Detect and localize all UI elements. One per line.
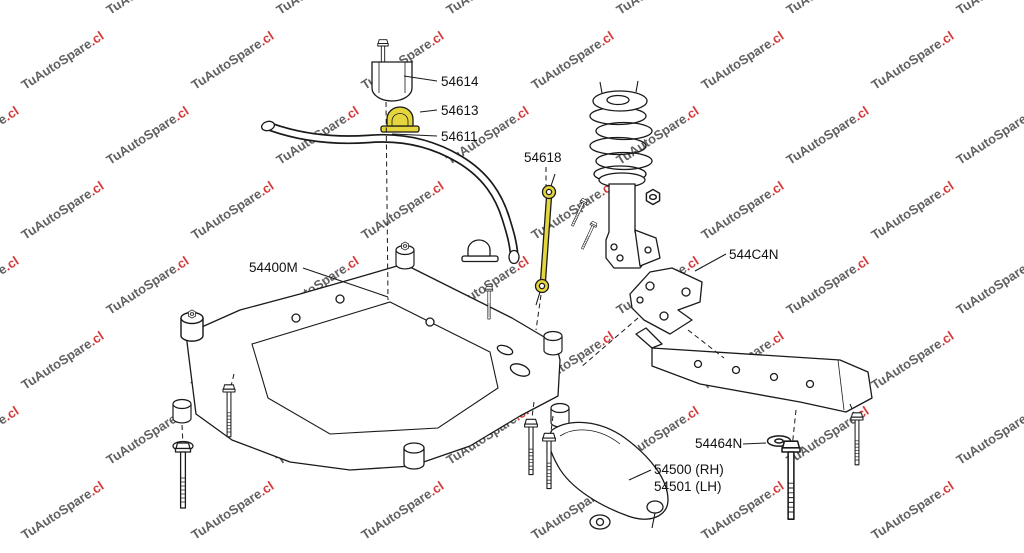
watermark-text: TuAutoSpare.cl xyxy=(18,28,106,92)
watermark-text: TuAutoSpare.cl xyxy=(0,0,21,18)
watermark-text: TuAutoSpare.cl xyxy=(103,253,191,317)
label-54400m: 54400M xyxy=(249,260,298,275)
subframe-hole xyxy=(291,313,301,323)
watermark-text: TuAutoSpare.cl xyxy=(953,253,1024,317)
bolt xyxy=(578,220,599,251)
subframe-mount-bushing xyxy=(172,398,192,424)
bolt xyxy=(174,442,192,509)
assembly-axis-line xyxy=(385,101,389,301)
rear-crossmember xyxy=(579,317,873,449)
watermark-text: TuAutoSpare.cl xyxy=(528,28,616,92)
watermark-text: TuAutoSpare.cl xyxy=(103,0,191,18)
watermark-text: TuAutoSpare.cl xyxy=(18,178,106,242)
nut xyxy=(188,309,196,319)
watermark-text: TuAutoSpare.cl xyxy=(103,103,191,167)
lower-control-arm xyxy=(548,402,669,530)
watermark-text: TuAutoSpare.cl xyxy=(18,478,106,542)
strut-bracket-hole xyxy=(610,243,618,251)
link-rod xyxy=(539,196,553,282)
subframe-54400m xyxy=(172,241,563,471)
stabilizer-bracket-54614 xyxy=(371,39,413,102)
subframe-slot xyxy=(496,344,514,356)
label-54618: 54618 xyxy=(524,150,562,165)
subframe-mount-bushing xyxy=(403,442,425,470)
label-54501-lh: 54501 (LH) xyxy=(654,479,722,494)
watermark-text: TuAutoSpare.cl xyxy=(188,178,276,242)
highlighted-nut xyxy=(645,188,661,206)
subframe-inner-opening xyxy=(251,301,499,435)
watermark-text: TuAutoSpare.cl xyxy=(358,178,446,242)
leader-line xyxy=(694,253,727,272)
stabilizer-clamp-rear xyxy=(461,239,499,263)
leader-line xyxy=(742,442,767,445)
watermark-text: TuAutoSpare.cl xyxy=(953,403,1024,467)
fasteners xyxy=(172,373,864,520)
arm-body xyxy=(548,421,669,520)
label-54613: 54613 xyxy=(441,103,479,118)
watermark-text: TuAutoSpare.cl xyxy=(273,0,361,18)
watermark-text: TuAutoSpare.cl xyxy=(18,328,106,392)
bar-end-eye xyxy=(508,249,520,265)
bracket-544c4n xyxy=(629,267,703,335)
watermark-text: TuAutoSpare.cl xyxy=(953,0,1024,18)
watermark-text: TuAutoSpare.cl xyxy=(783,0,871,18)
watermark-text: TuAutoSpare.cl xyxy=(868,328,956,392)
leader-line xyxy=(391,133,438,137)
watermark-text: TuAutoSpare.cl xyxy=(953,103,1024,167)
watermark-text: TuAutoSpare.cl xyxy=(358,478,446,542)
crossmember-bar xyxy=(651,347,873,413)
label-544c4n: 544C4N xyxy=(729,247,779,262)
subframe-outline xyxy=(185,263,561,471)
subframe-mount-bushing xyxy=(543,330,563,356)
bar-end-eye xyxy=(260,120,276,132)
subframe-slot xyxy=(509,363,531,377)
subframe-hole xyxy=(335,294,345,304)
watermark-text: TuAutoSpare.cl xyxy=(698,28,786,92)
watermark-text: TuAutoSpare.cl xyxy=(783,103,871,167)
strut-assembly xyxy=(568,80,661,269)
stabilizer-bar-54611 xyxy=(260,120,520,265)
leader-line xyxy=(419,109,438,113)
watermark-text: TuAutoSpare.cl xyxy=(528,178,616,242)
label-54611: 54611 xyxy=(441,129,478,144)
watermark-text: TuAutoSpare.cl xyxy=(868,28,956,92)
label-54500-rh: 54500 (RH) xyxy=(654,462,724,477)
leader-line xyxy=(628,469,652,481)
watermark-text: TuAutoSpare.cl xyxy=(188,28,276,92)
bolt xyxy=(524,418,538,476)
leader-line xyxy=(403,75,438,82)
watermark-text: TuAutoSpare.cl xyxy=(0,403,21,467)
watermark-text: TuAutoSpare.cl xyxy=(0,253,21,317)
part-labels: 54614 54613 54611 54618 544C4N 54400M 54… xyxy=(249,74,779,494)
watermark-text: TuAutoSpare.cl xyxy=(613,0,701,18)
stabilizer-link-54618 xyxy=(534,167,557,331)
ball-joint xyxy=(646,500,664,514)
strut-top-mount-center xyxy=(606,94,630,106)
stabilizer-bushing-54613 xyxy=(380,106,420,133)
watermark-text: TuAutoSpare.cl xyxy=(868,178,956,242)
watermark-text: TuAutoSpare.cl xyxy=(188,478,276,542)
strut-knuckle-hole xyxy=(644,246,652,254)
leader-line xyxy=(302,267,389,298)
watermark-text: TuAutoSpare.cl xyxy=(613,103,701,167)
watermark-text: TuAutoSpare.cl xyxy=(0,103,21,167)
label-54464n: 54464N xyxy=(695,436,742,451)
label-54614: 54614 xyxy=(441,74,479,89)
subframe-hole xyxy=(425,317,435,327)
watermark-text: TuAutoSpare.cl xyxy=(698,178,786,242)
watermark-text: TuAutoSpare.cl xyxy=(783,253,871,317)
watermark-text: TuAutoSpare.cl xyxy=(443,0,531,18)
strut-bracket-hole xyxy=(616,254,624,262)
watermark-text: TuAutoSpare.cl xyxy=(868,478,956,542)
nut xyxy=(401,241,409,251)
